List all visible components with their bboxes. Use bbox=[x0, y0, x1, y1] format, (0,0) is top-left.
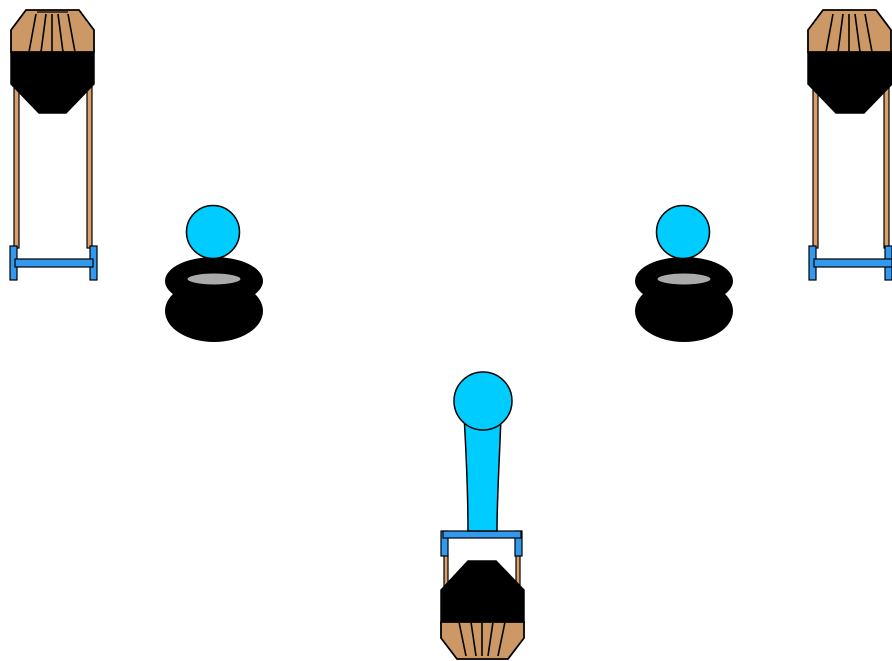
pad-seam bbox=[40, 13, 47, 53]
pad-seam bbox=[28, 13, 37, 53]
pad-seam bbox=[825, 13, 834, 53]
player-left bbox=[185, 204, 241, 260]
sled-rail-right bbox=[86, 77, 93, 249]
player-head bbox=[453, 371, 513, 431]
pad-seam bbox=[458, 621, 467, 657]
sled-frame-bar bbox=[813, 258, 892, 268]
sled-rail-right bbox=[883, 77, 890, 249]
tire-hole bbox=[656, 272, 712, 286]
tire-hole bbox=[186, 272, 242, 286]
sled-frame-bar bbox=[14, 258, 94, 268]
pad-seam bbox=[57, 13, 64, 53]
blocking-pad bbox=[807, 9, 892, 114]
pad-seam bbox=[470, 621, 477, 657]
pad-seam bbox=[864, 13, 873, 53]
pad-seam bbox=[487, 621, 494, 657]
blocking-pad bbox=[10, 9, 95, 114]
tires-right bbox=[635, 257, 733, 342]
tires-left bbox=[165, 257, 263, 342]
sled-frame-bar bbox=[442, 530, 522, 539]
sled-rail-left bbox=[13, 77, 20, 249]
pad-seam bbox=[67, 13, 76, 53]
pad-black-body bbox=[807, 51, 892, 114]
sled-top-left bbox=[9, 9, 98, 281]
player-head bbox=[185, 204, 241, 260]
player-head bbox=[655, 204, 711, 260]
pad-seam bbox=[837, 13, 844, 53]
sled-rail-left bbox=[812, 77, 819, 249]
player-body bbox=[463, 414, 502, 532]
pad-seam bbox=[854, 13, 861, 53]
sled-top-right bbox=[807, 9, 892, 281]
blocking-pad bbox=[440, 560, 525, 660]
pad-seam bbox=[497, 621, 506, 657]
player-center bbox=[453, 371, 513, 532]
sled-bottom-center bbox=[440, 530, 525, 660]
player-right bbox=[655, 204, 711, 260]
